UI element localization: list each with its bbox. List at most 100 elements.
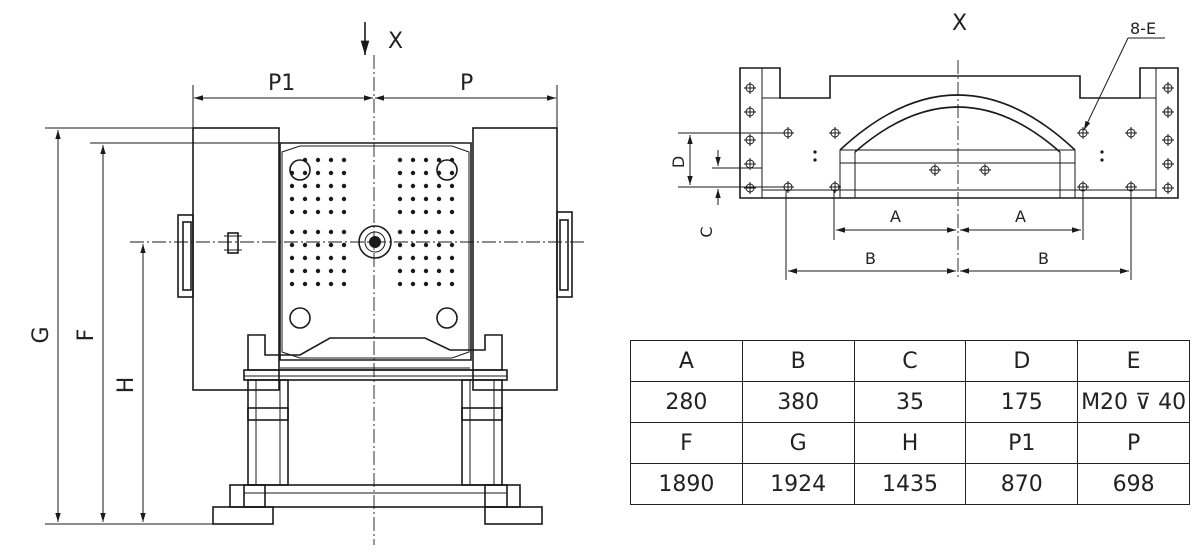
mold-hole <box>449 242 455 248</box>
mold-hole <box>410 196 416 202</box>
label-f: F <box>74 329 99 342</box>
label-p1: P1 <box>268 71 295 96</box>
table-row: A B C D E <box>630 340 1190 382</box>
mold-hole <box>423 209 429 215</box>
mold-hole <box>436 268 442 274</box>
mold-hole <box>449 170 455 176</box>
table-row: 1890 1924 1435 870 698 <box>630 463 1190 505</box>
mold-hole <box>397 242 403 248</box>
mold-hole <box>302 242 308 248</box>
base-frame-outline <box>739 67 1179 199</box>
mold-hole <box>436 255 442 261</box>
spec-table: A B C D E 280 380 35 175 M20 ⊽ 40 F G H … <box>630 340 1190 505</box>
mold-hole <box>397 170 403 176</box>
mold-hole <box>436 196 442 202</box>
mold-hole <box>328 209 334 215</box>
mold-hole <box>289 255 295 261</box>
mold-hole <box>315 229 321 235</box>
mold-plate-holes <box>289 157 455 287</box>
mold-hole <box>302 229 308 235</box>
mold-hole <box>397 268 403 274</box>
mold-hole <box>449 281 455 287</box>
mold-hole <box>423 281 429 287</box>
mold-plate <box>279 142 472 361</box>
mold-hole <box>397 196 403 202</box>
mold-hole <box>315 170 321 176</box>
table-row: F G H P1 P <box>630 422 1190 464</box>
label-a-right: A <box>1015 207 1026 226</box>
section-marker-x: X <box>388 29 403 54</box>
mold-hole <box>328 183 334 189</box>
mold-hole <box>328 255 334 261</box>
mold-hole <box>410 268 416 274</box>
mold-hole <box>423 170 429 176</box>
mold-hole <box>341 255 347 261</box>
mold-hole <box>436 157 442 163</box>
mold-hole <box>410 209 416 215</box>
mold-hole <box>315 209 321 215</box>
table-cell: P <box>1077 422 1190 464</box>
mold-hole <box>341 281 347 287</box>
mold-hole <box>397 157 403 163</box>
mold-hole <box>449 183 455 189</box>
mold-hole <box>328 268 334 274</box>
table-cell: B <box>741 340 855 382</box>
mold-hole <box>341 268 347 274</box>
table-row: 280 380 35 175 M20 ⊽ 40 <box>630 381 1190 423</box>
mold-hole <box>289 170 295 176</box>
clamp-body <box>247 334 503 371</box>
table-cell: C <box>853 340 967 382</box>
label-d: D <box>669 156 688 168</box>
mold-hole <box>341 183 347 189</box>
mold-hole <box>410 242 416 248</box>
mold-hole <box>302 183 308 189</box>
table-cell: F <box>630 422 743 464</box>
label-p: P <box>460 71 473 96</box>
table-cell: M20 ⊽ 40 <box>1077 381 1190 423</box>
left-leg <box>247 379 289 486</box>
mold-hole <box>410 170 416 176</box>
table-cell: 380 <box>741 381 855 423</box>
label-b-left: B <box>865 249 876 268</box>
mold-hole <box>289 268 295 274</box>
table-cell: 35 <box>853 381 967 423</box>
mold-hole <box>423 196 429 202</box>
mold-hole <box>289 281 295 287</box>
mold-hole <box>436 229 442 235</box>
mold-hole <box>315 157 321 163</box>
top-section-marker-x: X <box>952 11 967 36</box>
mold-hole <box>315 183 321 189</box>
mold-hole <box>423 183 429 189</box>
mold-hole <box>449 196 455 202</box>
mold-hole <box>423 255 429 261</box>
mold-hole <box>289 196 295 202</box>
table-cell: 1435 <box>853 463 967 505</box>
mold-hole <box>315 268 321 274</box>
mold-hole <box>341 157 347 163</box>
mold-hole <box>328 242 334 248</box>
mold-hole <box>410 229 416 235</box>
mold-hole <box>302 209 308 215</box>
mold-hole <box>449 268 455 274</box>
table-cell: 175 <box>965 381 1079 423</box>
mold-hole <box>423 157 429 163</box>
mold-hole <box>449 209 455 215</box>
mold-hole <box>302 170 308 176</box>
right-leg <box>461 379 503 486</box>
base-rail <box>243 484 508 508</box>
mold-hole <box>328 157 334 163</box>
mold-hole <box>341 170 347 176</box>
arch-inner <box>854 106 1061 153</box>
mold-hole <box>302 281 308 287</box>
mold-hole <box>315 242 321 248</box>
table-cell: P1 <box>965 422 1079 464</box>
front-view: X P1 P G F H <box>29 22 585 545</box>
hole-callout: 8-E <box>1130 19 1156 38</box>
mold-hole <box>423 229 429 235</box>
table-cell: 280 <box>630 381 743 423</box>
table-cell: 870 <box>965 463 1079 505</box>
mold-hole <box>436 170 442 176</box>
right-foot <box>484 506 543 525</box>
mold-hole <box>397 281 403 287</box>
table-cell: H <box>853 422 967 464</box>
